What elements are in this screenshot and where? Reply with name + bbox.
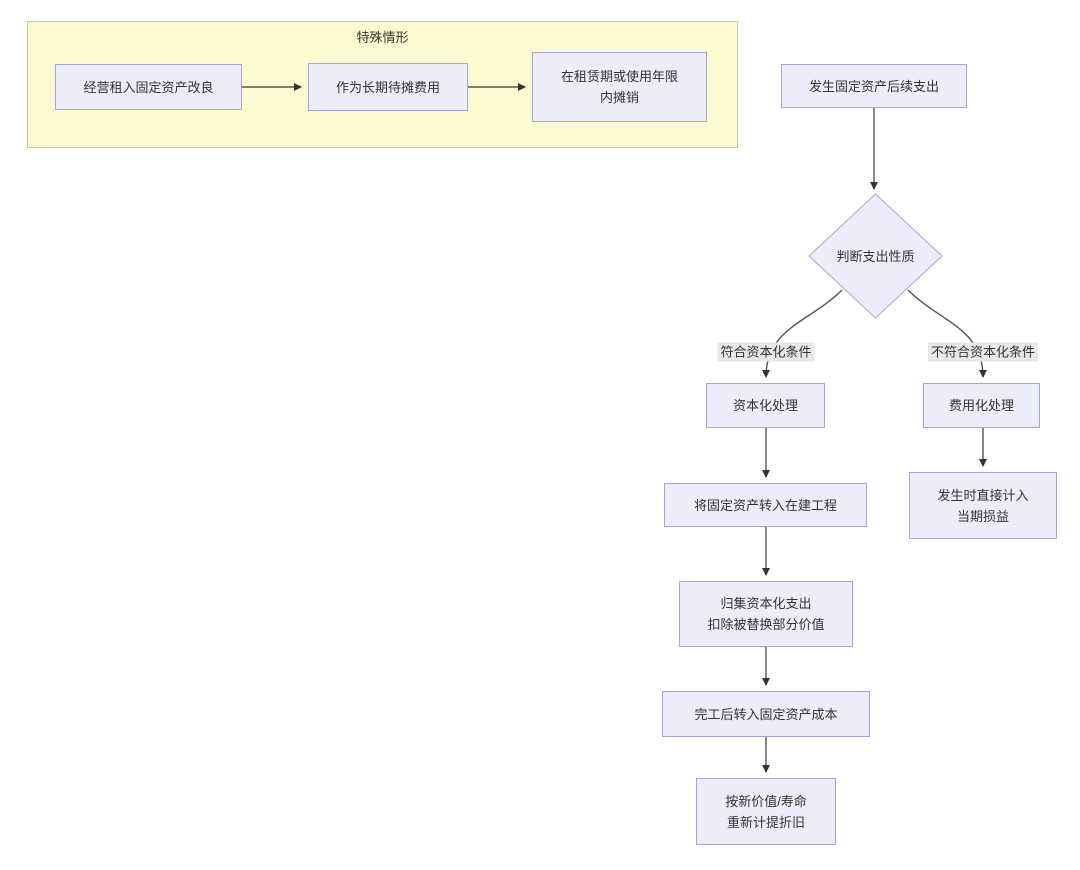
node-expense: 费用化处理 (923, 383, 1040, 428)
node-long-term-deferred-expense: 作为长期待摊费用 (308, 63, 468, 111)
node-transfer-to-cip: 将固定资产转入在建工程 (664, 483, 867, 527)
edge-label-not-meets-capitalization: 不符合资本化条件 (927, 342, 1039, 362)
edge-decision-to-capitalize (762, 289, 843, 378)
edge-label-meets-capitalization: 符合资本化条件 (717, 342, 815, 362)
node-redepreciate: 按新价值/寿命 重新计提折旧 (696, 778, 836, 845)
node-amortize-over-lease-term: 在租赁期或使用年限 内摊销 (532, 52, 707, 122)
node-transfer-to-fixed-asset-cost: 完工后转入固定资产成本 (662, 691, 870, 737)
node-subsequent-expenditure: 发生固定资产后续支出 (781, 64, 967, 108)
decision-expenditure-nature-label: 判断支出性质 (836, 248, 915, 264)
node-operating-leased-asset-improvement: 经营租入固定资产改良 (55, 64, 242, 110)
edge-decision-to-expense (907, 289, 987, 378)
decision-diamond (808, 193, 943, 319)
node-collect-capitalized-expenditure: 归集资本化支出 扣除被替换部分价值 (679, 581, 853, 647)
node-capitalize: 资本化处理 (706, 383, 825, 428)
subgraph-title: 特殊情形 (356, 30, 409, 45)
node-expense-to-profit-loss: 发生时直接计入 当期损益 (909, 472, 1057, 539)
